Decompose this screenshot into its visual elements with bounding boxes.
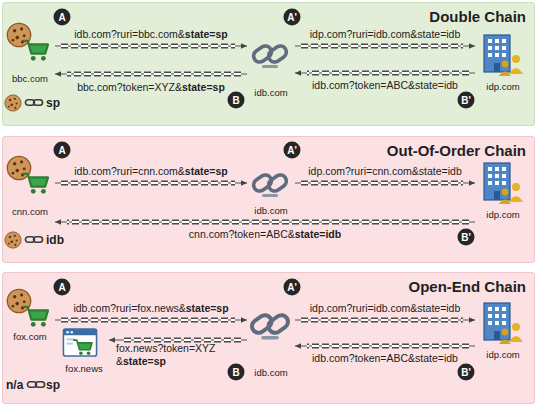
- site-label: cnn.com: [12, 206, 48, 217]
- site-label: idb.com: [254, 367, 287, 378]
- site-label: bbc.com: [12, 73, 48, 84]
- site-node: fox.com: [5, 289, 55, 343]
- site-node: idp.com: [475, 299, 531, 361]
- panel-title: Open-End Chain: [409, 278, 527, 295]
- site-node: idb.com: [247, 306, 295, 381]
- site-node: idb.com: [247, 35, 295, 99]
- chain-panel: Open-End Chain fox.com fox.news idb.com idp.…: [2, 272, 535, 404]
- site-label: fox.news: [65, 363, 103, 374]
- panel-title: Double Chain: [429, 8, 526, 25]
- site-label: idp.com: [486, 349, 519, 360]
- site-node: idp.com: [475, 159, 531, 229]
- site-node: cnn.com: [5, 156, 55, 228]
- site-node: fox.news: [59, 327, 109, 375]
- site-node: idb.com: [247, 166, 295, 214]
- site-node: idp.com: [475, 31, 531, 91]
- site-label: idp.com: [486, 209, 519, 220]
- chain-panel: Double Chain bbc.com idb.com idp.com: [2, 2, 535, 126]
- chain-panel: Out-Of-Order Chain cnn.com idb.com idp.com: [2, 136, 535, 263]
- site-label: idp.com: [486, 81, 519, 92]
- site-label: fox.com: [13, 331, 46, 342]
- site-label: idb.com: [254, 87, 287, 98]
- site-label: idb.com: [254, 205, 287, 216]
- panel-title: Out-Of-Order Chain: [387, 142, 526, 159]
- site-node: bbc.com: [5, 23, 55, 87]
